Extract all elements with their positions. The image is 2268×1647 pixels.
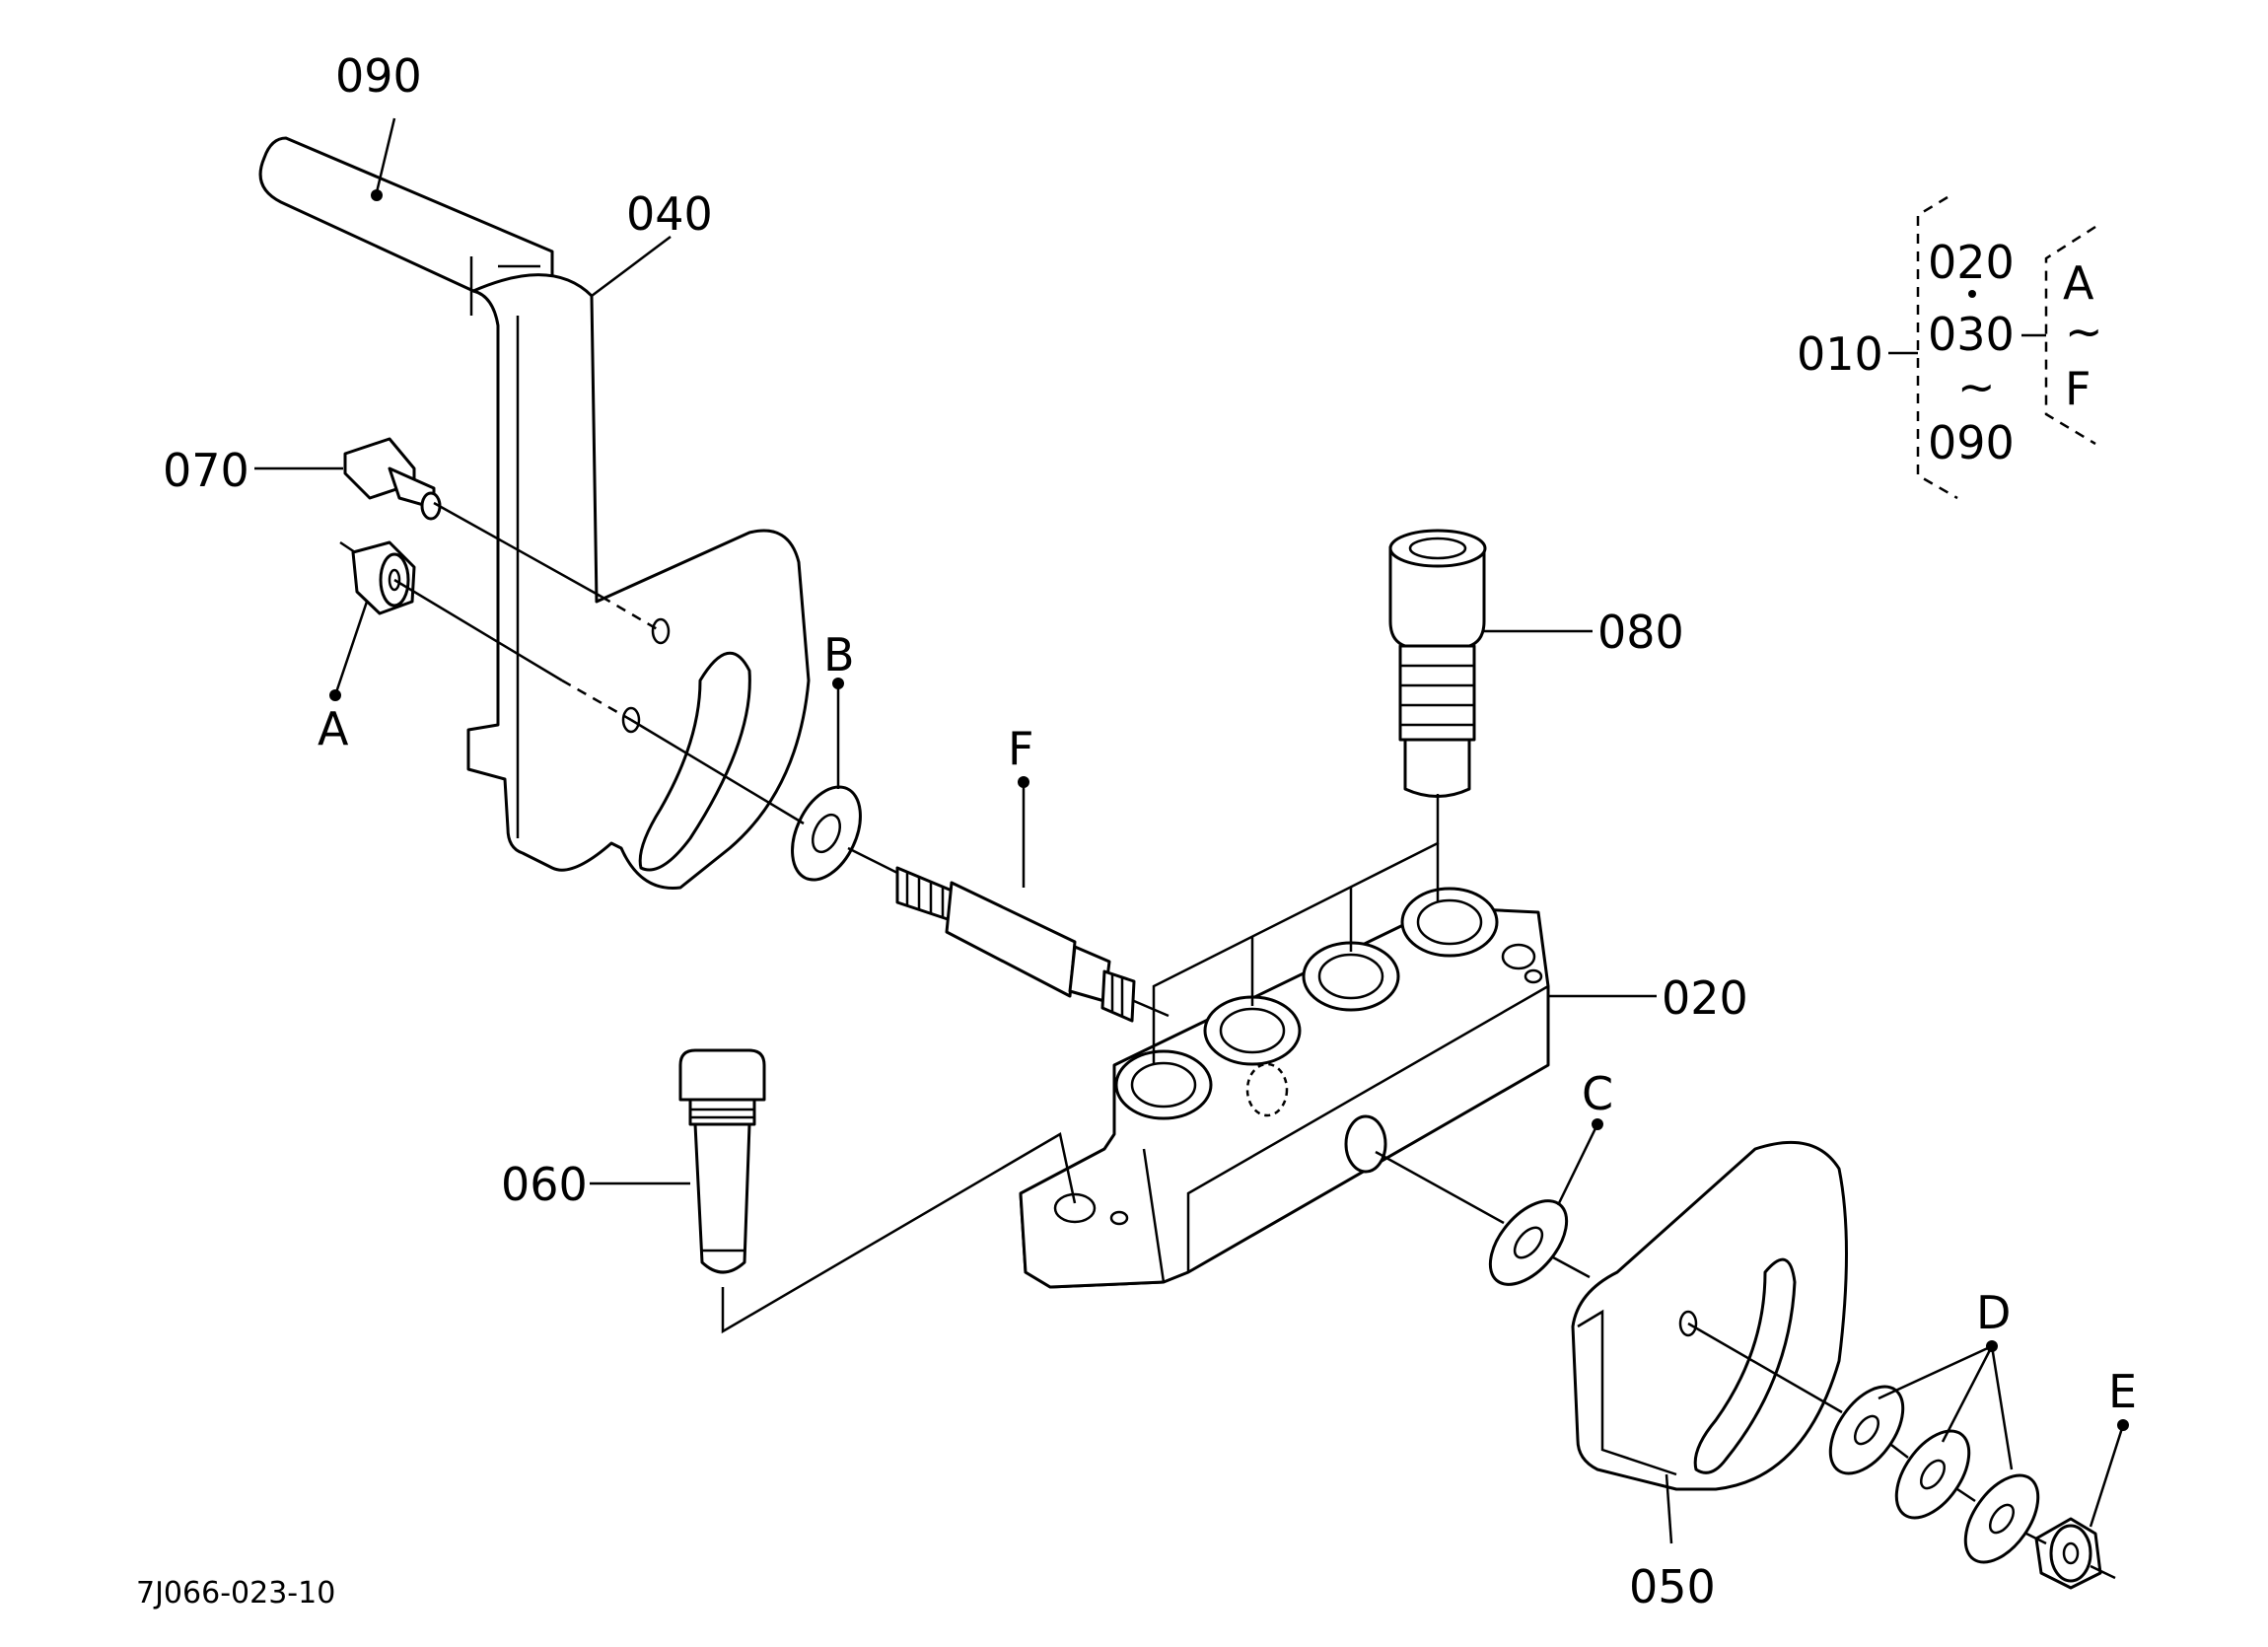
label-B: B [823,628,855,681]
label-070: 070 [163,444,249,497]
legend-090: 090 [1928,416,2015,469]
label-020: 020 [1662,971,1748,1025]
washers-D [1828,1385,2040,1564]
label-F: F [1008,722,1033,775]
legend-010: 010 [1797,327,1883,381]
bolt-070 [343,437,442,521]
label-080: 080 [1597,606,1684,659]
assembly-lines [339,501,2116,1580]
legend-tilde-2: ~ [2065,305,2103,358]
pin-060 [678,1048,766,1274]
valve-block-020 [1019,887,1550,1289]
washer-B [791,785,862,882]
legend-020: 020 [1928,236,2015,289]
fitting-080 [1388,529,1487,798]
legend-F: F [2065,362,2091,415]
nut-A [351,540,416,615]
drawing-code: 7J066-023-10 [136,1576,335,1611]
nut-E [2034,1517,2102,1590]
shaft-F [895,866,1136,1023]
callout-leaders [254,117,2129,1544]
lever-bracket-040 [258,136,811,890]
label-A: A [318,702,349,755]
assembly-legend: 010 020 030 ~ 090 A ~ F [1797,195,2103,500]
label-050: 050 [1629,1560,1716,1613]
legend-A: A [2063,256,2094,310]
label-060: 060 [501,1158,588,1211]
label-C: C [1582,1067,1613,1120]
label-E: E [2108,1365,2137,1418]
legend-030: 030 [1928,308,2015,361]
washer-C [1488,1199,1569,1286]
legend-tilde-1: ~ [1957,360,1996,413]
label-D: D [1976,1286,2011,1339]
label-040: 040 [626,187,713,241]
label-090: 090 [335,49,422,103]
plate-050 [1571,1140,1848,1491]
